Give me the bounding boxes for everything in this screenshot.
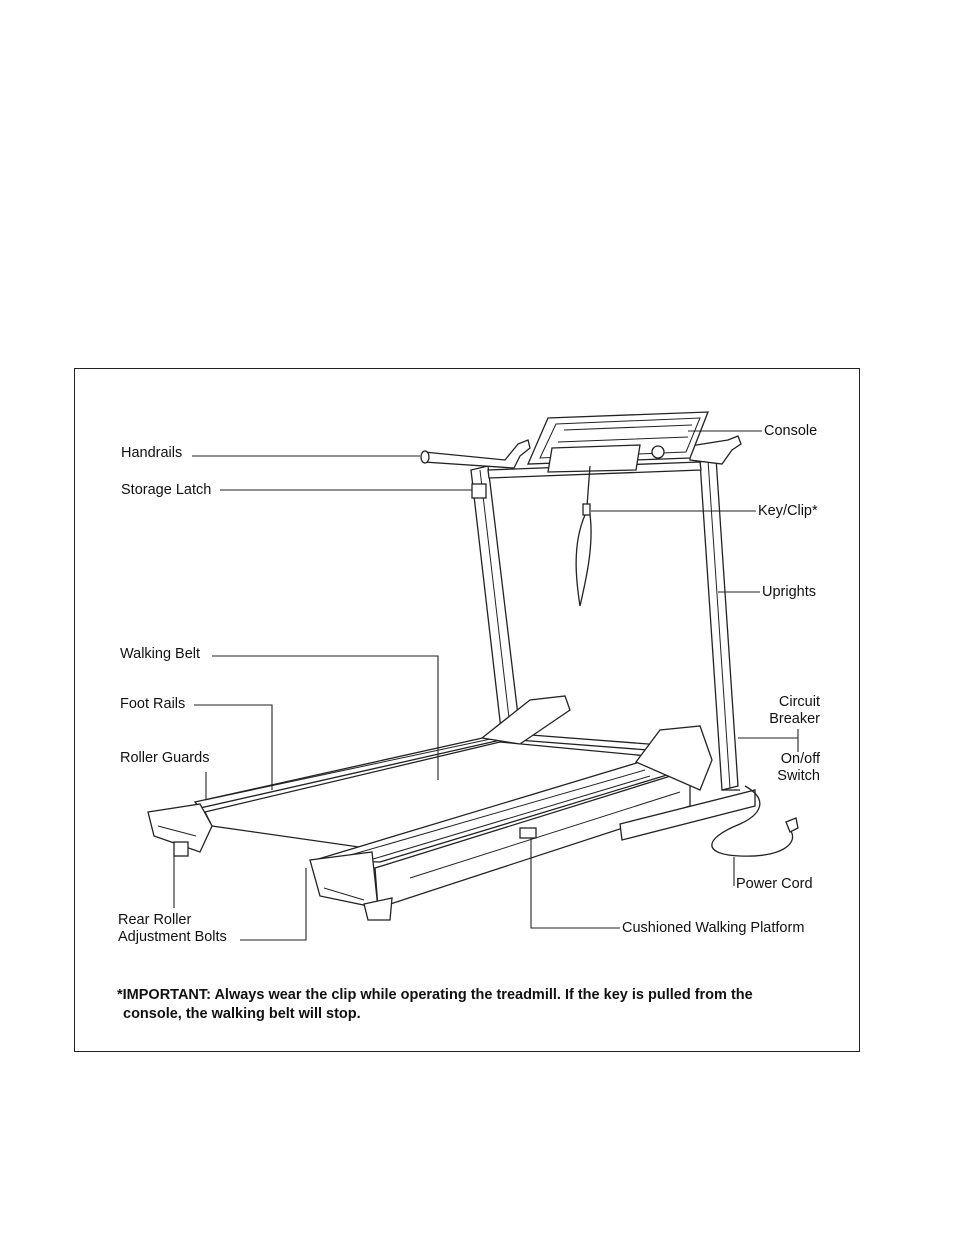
label-foot-rails: Foot Rails (120, 696, 186, 712)
label-storage-latch: Storage Latch (121, 482, 212, 498)
label-cushioned-platform: Cushioned Walking Platform (622, 920, 805, 936)
label-handrails: Handrails (121, 445, 183, 461)
label-roller-guards: Roller Guards (120, 750, 210, 766)
label-rear-roller-bolts: Rear Roller Adjustment Bolts (118, 912, 227, 946)
handrails-shape (420, 435, 742, 469)
key-clip-shape (575, 465, 592, 607)
label-walking-belt: Walking Belt (120, 646, 201, 662)
console-shape (526, 411, 709, 473)
important-note: *IMPORTANT: Always wear the clip while o… (117, 986, 817, 1024)
label-onoff-switch-line1: On/off (780, 751, 820, 767)
label-power-cord: Power Cord (736, 876, 813, 892)
label-circuit-breaker-line1: Circuit (778, 694, 820, 710)
label-circuit-breaker: Circuit Breaker (740, 694, 820, 728)
important-note-line1: *IMPORTANT: Always wear the clip while o… (117, 987, 753, 1003)
label-circuit-breaker-line2: Breaker (769, 711, 820, 727)
label-rear-roller-line1: Rear Roller (118, 912, 192, 928)
label-rear-roller-line2: Adjustment Bolts (118, 929, 227, 945)
label-console: Console (764, 423, 818, 439)
label-onoff-switch: On/off Switch (740, 751, 820, 785)
label-uprights: Uprights (762, 584, 816, 600)
leader-lines (173, 430, 799, 941)
label-onoff-switch-line2: Switch (777, 768, 820, 784)
storage-latch-shape (471, 483, 487, 499)
diagram-frame (74, 368, 860, 1052)
power-cord-shape (711, 785, 799, 857)
label-key-clip: Key/Clip* (758, 503, 818, 519)
deck-shape (147, 695, 756, 921)
important-note-line2: console, the walking belt will stop. (123, 1006, 361, 1022)
